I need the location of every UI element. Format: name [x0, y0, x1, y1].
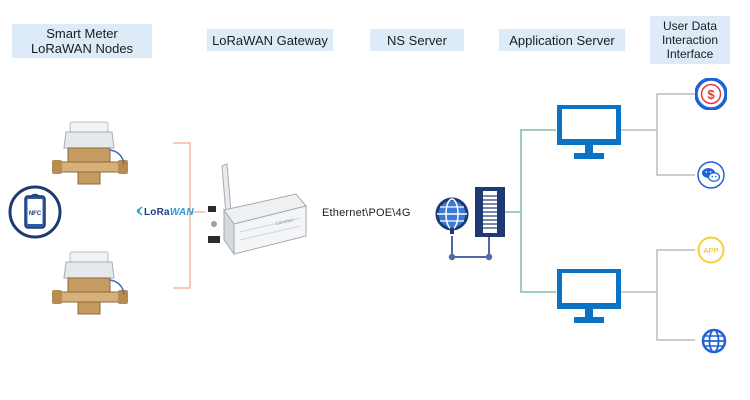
- header-gateway: LoRaWAN Gateway: [207, 29, 333, 51]
- web-globe-icon[interactable]: [701, 328, 727, 354]
- app-user-connector-bottom: [621, 249, 695, 341]
- ethernet-link-label: Ethernet\POE\4G: [322, 207, 411, 219]
- nfc-label: NFC: [29, 211, 42, 217]
- ns-app-connector: [505, 129, 556, 293]
- header-user-label: User Data Interaction Interface: [661, 19, 719, 61]
- nodes-gateway-bracket: [173, 142, 205, 289]
- app-server-monitor-bottom-icon: [557, 269, 621, 323]
- gateway-brand-label: Lansitec: [275, 217, 295, 227]
- lorawan-logo: LoRaWAN: [132, 202, 194, 220]
- app-user-connector-top: [621, 93, 695, 176]
- gateway-device-icon: Lansitec: [208, 163, 307, 256]
- header-app-server: Application Server: [499, 29, 625, 51]
- header-ns-server: NS Server: [370, 29, 464, 51]
- smart-meter-top-icon: [52, 121, 128, 185]
- nfc-phone-icon: NFC: [8, 185, 62, 239]
- header-nodes: Smart Meter LoRaWAN Nodes: [12, 24, 152, 58]
- ns-bus-node-left: [448, 253, 456, 261]
- header-gateway-label: LoRaWAN Gateway: [212, 32, 328, 48]
- smart-meter-bottom-icon: [52, 251, 128, 315]
- header-app-label: Application Server: [509, 32, 615, 48]
- app-server-monitor-top-icon: [557, 105, 621, 159]
- app-icon-label: APP: [703, 246, 718, 255]
- header-nodes-label: Smart Meter LoRaWAN Nodes: [30, 26, 134, 56]
- lorawan-logo-part1: LoRa: [144, 207, 170, 218]
- lorawan-signal-icon: [136, 206, 143, 216]
- ns-globe-icon: [435, 197, 469, 234]
- svg-text:$: $: [707, 87, 715, 102]
- ns-server-bus: [451, 236, 490, 258]
- payment-dollar-icon[interactable]: $: [695, 78, 727, 110]
- wechat-icon[interactable]: [697, 161, 725, 189]
- lorawan-logo-part2: WAN: [169, 207, 194, 218]
- ns-server-rack-icon: [475, 187, 505, 237]
- header-user-interface: User Data Interaction Interface: [650, 16, 730, 64]
- header-ns-label: NS Server: [387, 32, 447, 48]
- ns-bus-node-right: [485, 253, 493, 261]
- app-download-icon[interactable]: APP: [697, 236, 725, 264]
